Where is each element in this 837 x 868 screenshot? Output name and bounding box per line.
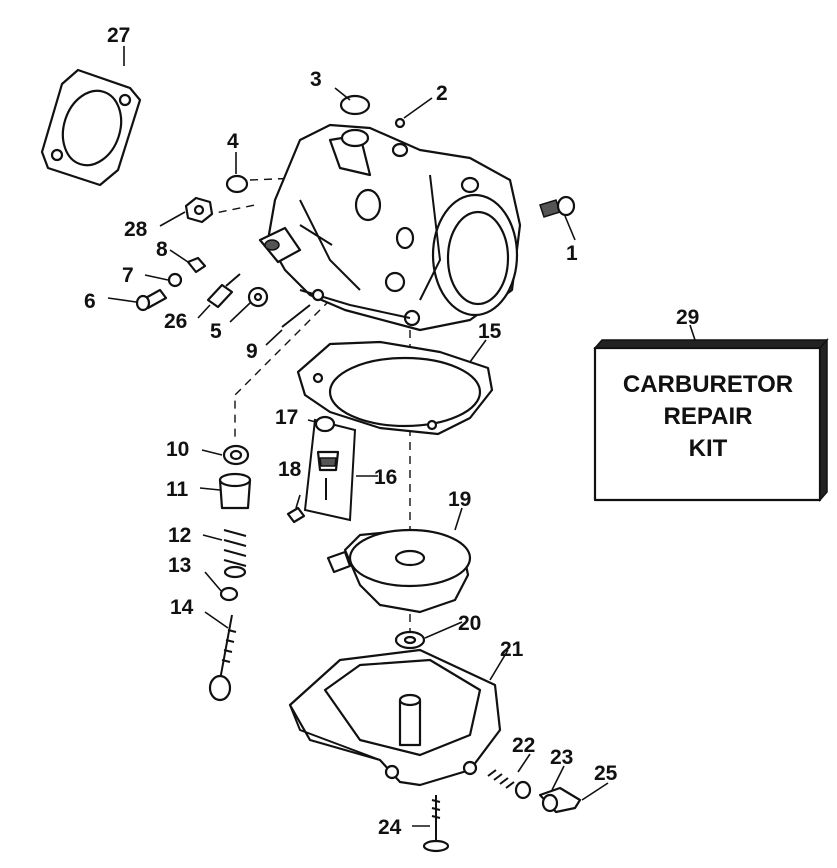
part-23-washer xyxy=(514,780,532,800)
callout-18: 18 xyxy=(278,458,302,481)
part-1-screw xyxy=(539,195,576,218)
part-2-ball xyxy=(394,117,406,129)
part-5-lockwasher xyxy=(247,286,269,308)
part-12-spring xyxy=(223,529,247,579)
callout-19: 19 xyxy=(448,488,471,511)
part-26-lever xyxy=(206,273,241,309)
leader-lines xyxy=(107,46,696,827)
part-21-float-bowl xyxy=(288,648,502,787)
callout-2: 2 xyxy=(436,82,448,105)
part-20-washer xyxy=(394,630,426,650)
part-7-washer xyxy=(167,272,183,288)
callout-23: 23 xyxy=(550,746,573,769)
part-6-screw xyxy=(135,288,168,312)
callout-3: 3 xyxy=(310,68,322,91)
callout-17: 17 xyxy=(275,406,298,429)
part-3-cap xyxy=(339,94,371,116)
part-11-fitting xyxy=(218,472,252,510)
part-8-clip xyxy=(186,256,207,274)
callout-1: 1 xyxy=(566,242,578,265)
callout-11: 11 xyxy=(166,478,189,501)
callout-16: 16 xyxy=(374,466,397,489)
part-carburetor-body xyxy=(258,123,522,332)
part-27-flange-gasket xyxy=(40,68,142,187)
callout-6: 6 xyxy=(84,290,96,313)
callout-4: 4 xyxy=(227,130,239,153)
callout-5: 5 xyxy=(210,320,222,343)
callout-21: 21 xyxy=(500,638,524,661)
callout-9: 9 xyxy=(246,340,258,363)
callout-10: 10 xyxy=(166,438,189,461)
callout-22: 22 xyxy=(512,734,535,757)
part-14-mixture-screw xyxy=(208,614,237,702)
part-22-spring xyxy=(487,769,515,789)
callout-15: 15 xyxy=(478,320,502,343)
callout-8: 8 xyxy=(156,238,168,261)
callout-7: 7 xyxy=(122,264,134,287)
part-28-nut xyxy=(184,196,214,224)
callout-25: 25 xyxy=(594,762,618,785)
callout-24: 24 xyxy=(378,816,402,839)
kit-label-line1: CARBURETOR xyxy=(623,371,793,398)
part-9-pin xyxy=(281,304,311,328)
part-16-needle-seat-assembly xyxy=(286,415,357,524)
part-15-bowl-gasket xyxy=(296,340,494,436)
part-29-repair-kit-box: CARBURETOR REPAIR KIT xyxy=(593,338,829,502)
callout-28: 28 xyxy=(124,218,148,241)
part-4-plug xyxy=(225,174,249,194)
part-25-fitting xyxy=(538,786,582,814)
part-13-washer xyxy=(219,586,239,602)
part-24-screw xyxy=(422,795,450,853)
kit-label-line3: KIT xyxy=(689,435,728,462)
callout-13: 13 xyxy=(168,554,191,577)
kit-label-line2: REPAIR xyxy=(664,403,753,430)
callout-29: 29 xyxy=(676,306,699,329)
callout-labels: 27 3 2 4 1 28 8 7 6 26 5 9 15 17 16 18 1… xyxy=(84,24,699,839)
part-19-float xyxy=(326,528,472,614)
callout-26: 26 xyxy=(164,310,187,333)
callout-20: 20 xyxy=(458,612,481,635)
callout-14: 14 xyxy=(170,596,194,619)
part-10-washer xyxy=(222,444,250,466)
callout-12: 12 xyxy=(168,524,191,547)
callout-27: 27 xyxy=(107,24,130,47)
